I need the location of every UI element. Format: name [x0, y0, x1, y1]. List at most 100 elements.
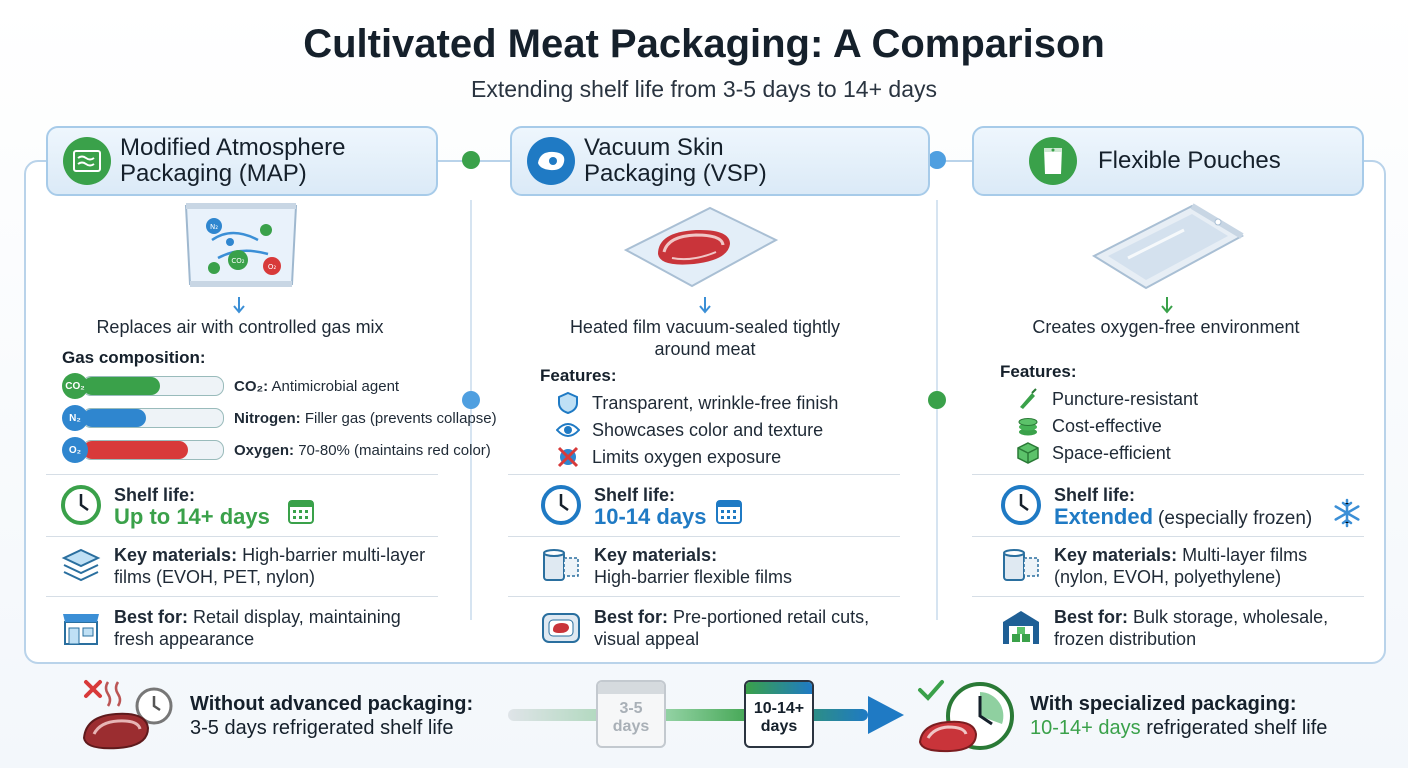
materials-text: Multi-layer films (nylon, EVOH, polyethy… — [1054, 545, 1308, 587]
box-icon — [1017, 442, 1039, 464]
gas-text: 70-80% (maintains red color) — [298, 441, 491, 459]
page-title: Cultivated Meat Packaging: A Comparison — [303, 22, 1105, 66]
map-description: Replaces air with controlled gas mix — [96, 317, 384, 337]
connector-dot — [928, 391, 946, 409]
materials-label: Key materials: — [114, 545, 238, 565]
gas-text: Filler gas (prevents collapse) — [304, 409, 497, 427]
feature-item: Limits oxygen exposure — [556, 444, 781, 470]
connector-dot — [462, 391, 480, 409]
column-divider — [936, 200, 938, 620]
feature-text: Showcases color and texture — [592, 419, 824, 440]
storefront-icon — [63, 614, 99, 645]
vsp-package-illustration — [623, 206, 779, 288]
divider — [46, 596, 438, 597]
divider — [972, 536, 1364, 537]
layers-icon — [61, 548, 101, 582]
feature-item: Space-efficient — [1016, 440, 1171, 466]
vsp-shelf-life: Shelf life:10-14 days — [540, 484, 900, 532]
shelf-life-note: (especially frozen) — [1158, 508, 1313, 529]
map-materials: Key materials: High-barrier multi-layer … — [60, 544, 440, 592]
nitrogen-icon: N₂ — [62, 405, 88, 431]
without-label: Without advanced packaging: — [190, 693, 474, 715]
vsp-title-line1: Vacuum Skin — [584, 134, 724, 161]
column-divider — [470, 200, 472, 620]
gas-bar-fill — [83, 377, 160, 395]
down-arrow-icon — [699, 297, 711, 314]
down-arrow-icon — [233, 297, 245, 314]
pouch-best-for: Best for: Bulk storage, wholesale, froze… — [1000, 606, 1366, 654]
map-title-line2: Packaging (MAP) — [120, 160, 307, 187]
gas-row-nitrogen: N₂ Nitrogen: Filler gas (prevents collap… — [62, 404, 497, 432]
divider — [508, 596, 900, 597]
feature-text: Puncture-resistant — [1052, 388, 1199, 409]
feature-item: Showcases color and texture — [556, 417, 823, 443]
vsp-title-line2: Packaging (VSP) — [584, 160, 767, 187]
feature-item: Puncture-resistant — [1016, 386, 1198, 412]
divider — [508, 474, 900, 475]
fresh-meat-icon — [918, 680, 1014, 753]
pouch-header: Flexible Pouches — [972, 126, 1364, 196]
co2-icon: CO₂ — [62, 373, 88, 399]
materials-text: High-barrier multi-layer films (EVOH, PE… — [114, 545, 426, 587]
divider — [972, 596, 1364, 597]
long-calendar-icon: 10-14+days — [744, 680, 814, 748]
pouch-icon — [1029, 137, 1077, 185]
shelf-life-value: 10-14 days — [594, 504, 707, 529]
calendar-icon — [288, 500, 314, 524]
map-package-icon — [63, 137, 111, 185]
vsp-description: Heated film vacuum-sealed tightly around… — [569, 317, 841, 359]
svg-text:N₂: N₂ — [210, 223, 218, 231]
pen-icon — [1020, 388, 1037, 409]
film-roll-icon — [1003, 549, 1039, 581]
gas-label: CO₂: — [234, 377, 269, 395]
no-oxygen-icon — [557, 446, 579, 468]
feature-text: Space-efficient — [1052, 442, 1171, 463]
with-value: 10-14+ days — [1030, 717, 1141, 739]
gas-bar-fill — [83, 441, 188, 459]
connector-dot — [928, 151, 946, 169]
pouch-features-label: Features: — [1000, 362, 1077, 381]
feature-text: Limits oxygen exposure — [592, 446, 782, 467]
divider — [46, 536, 438, 537]
vsp-materials: Key materials:High-barrier flexible film… — [540, 544, 900, 592]
materials-label: Key materials: — [594, 545, 718, 565]
divider — [972, 474, 1364, 475]
map-shelf-life: Shelf life:Up to 14+ days — [60, 484, 440, 532]
timeline-arrow — [508, 696, 904, 734]
shield-icon — [558, 391, 578, 415]
best-for-label: Best for: — [594, 607, 669, 627]
gas-bar — [82, 408, 224, 428]
clock-icon — [1001, 485, 1041, 525]
gas-text: Antimicrobial agent — [271, 377, 400, 395]
feature-item: Transparent, wrinkle-free finish — [556, 390, 838, 416]
gas-row-oxygen: O₂ Oxygen: 70-80% (maintains red color) — [62, 436, 491, 464]
vsp-steak-icon — [527, 137, 575, 185]
pouch-shelf-life: Shelf life:Extended (especially frozen) — [1000, 484, 1366, 532]
shelf-life-value: Extended — [1054, 504, 1154, 529]
shelf-life-value: Up to 14+ days — [114, 504, 270, 529]
vsp-features-label: Features: — [540, 366, 617, 385]
calendar-icon — [716, 500, 742, 524]
map-package-illustration: N₂ CO₂ O₂ — [184, 203, 298, 287]
shelf-life-label: Shelf life: — [1054, 485, 1136, 505]
svg-text:CO₂: CO₂ — [231, 257, 244, 265]
feature-text: Transparent, wrinkle-free finish — [592, 392, 839, 413]
materials-label: Key materials: — [1054, 545, 1178, 565]
long-calendar-unit: days — [760, 718, 798, 735]
warehouse-icon — [1003, 611, 1039, 644]
pouch-materials: Key materials: Multi-layer films (nylon,… — [1000, 544, 1366, 592]
materials-text: High-barrier flexible films — [594, 567, 793, 587]
gas-bar-fill — [83, 409, 146, 427]
best-for-label: Best for: — [1054, 607, 1129, 627]
gas-label: Oxygen: — [234, 441, 295, 459]
film-roll-icon — [543, 549, 579, 581]
best-for-label: Best for: — [114, 607, 189, 627]
without-text: 3-5 days refrigerated shelf life — [190, 717, 454, 739]
page-subtitle: Extending shelf life from 3-5 days to 14… — [470, 76, 937, 102]
shelf-life-label: Shelf life: — [594, 485, 676, 505]
best-for-text: Pre-portioned retail cuts, visual appeal — [594, 607, 870, 649]
oxygen-icon: O₂ — [62, 437, 88, 463]
divider — [508, 536, 900, 537]
